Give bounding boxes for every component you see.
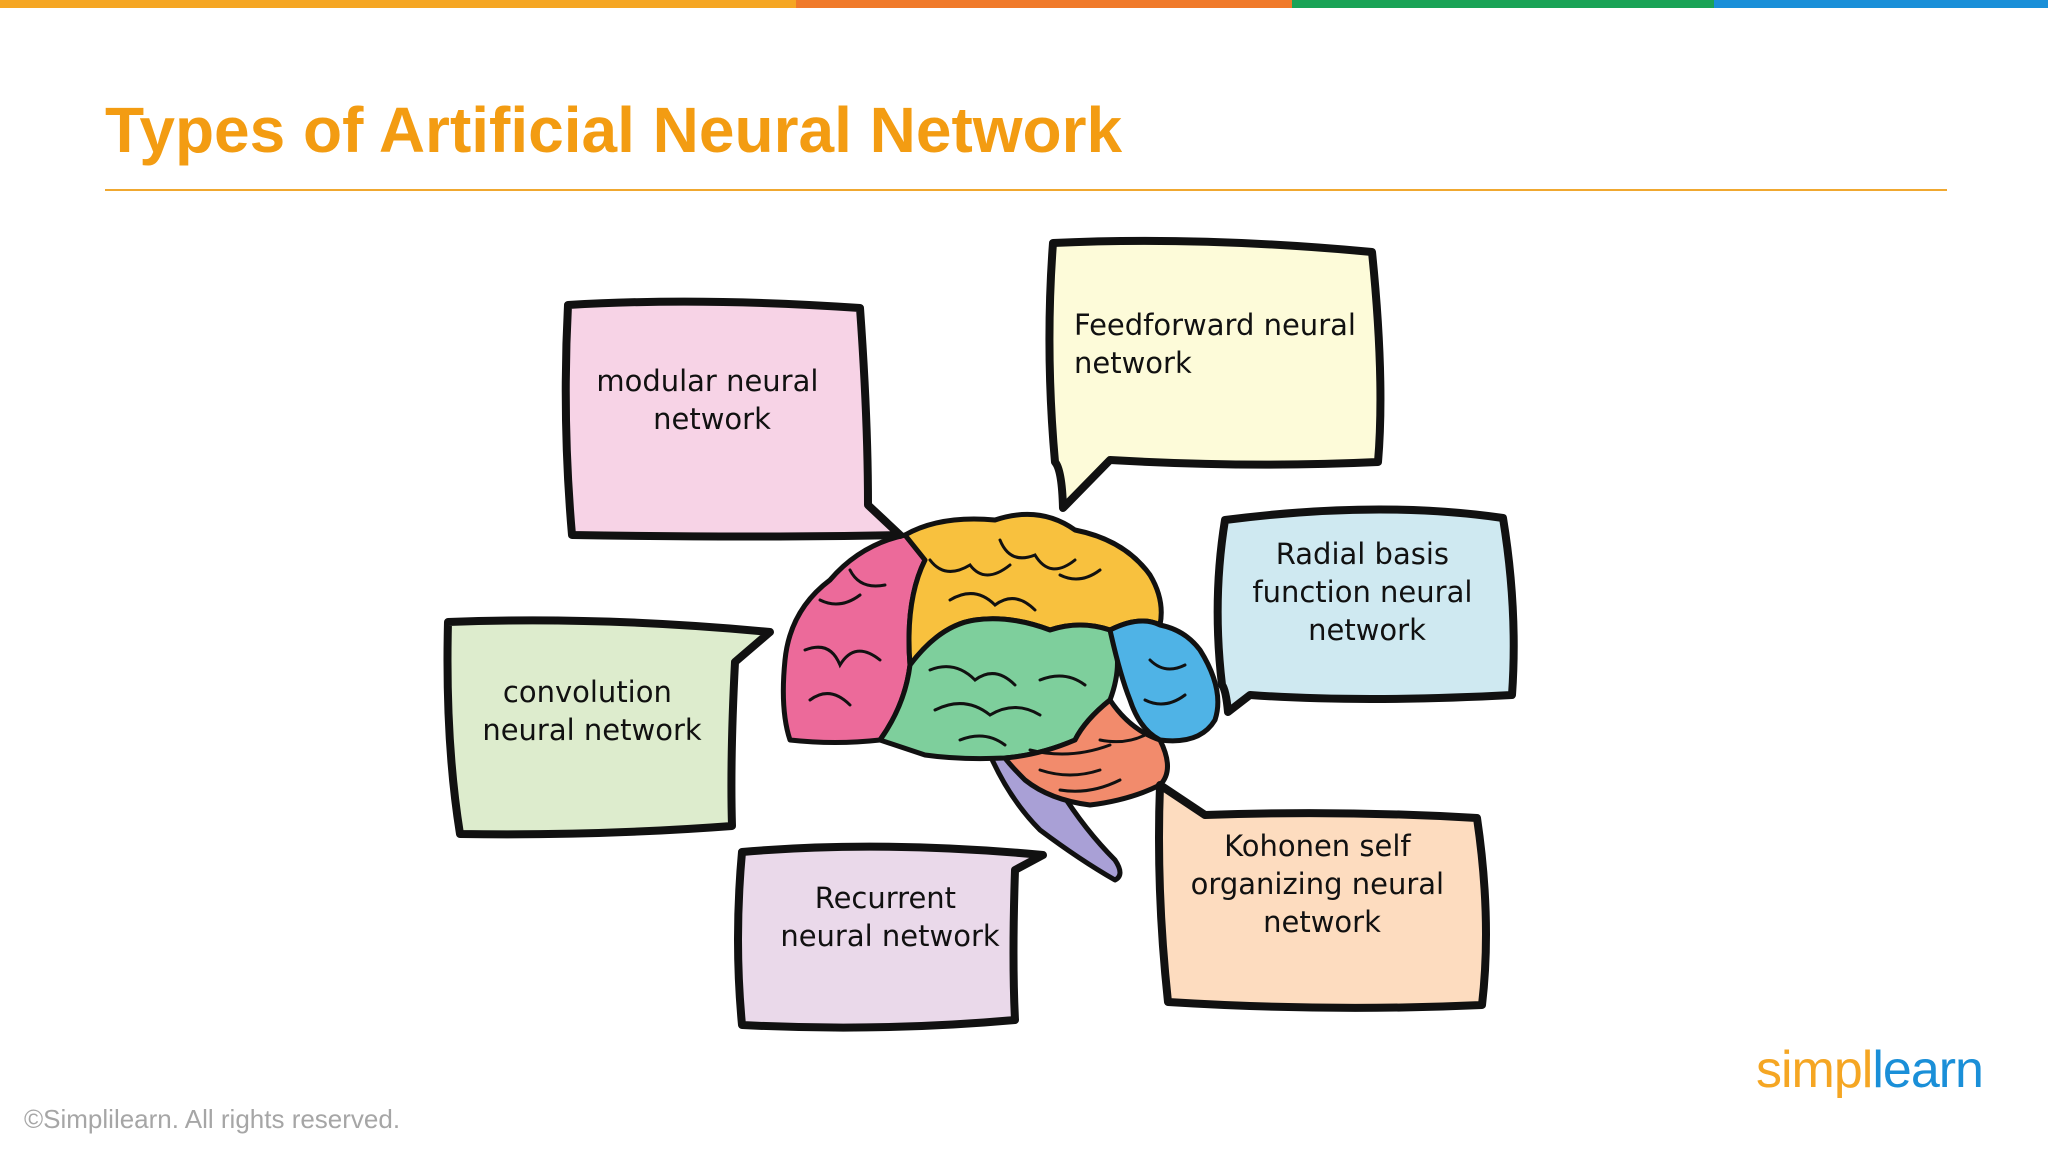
bubble-kohonen-line-1: Kohonen self (1224, 829, 1411, 863)
bubble-kohonen-shape (1155, 781, 1490, 1012)
top-bar-segment-green (1292, 0, 1714, 8)
bubble-modular-line-2: network (653, 402, 771, 436)
bubble-feedforward-line-1: Feedforward neural (1074, 308, 1356, 342)
bubble-modular-shape (561, 297, 904, 541)
bubble-recurrent-shape (734, 842, 1047, 1032)
bubble-convolution-line-2: neural network (482, 713, 702, 747)
svg-text:Radial basis function ne: Radial basis function neural network (1252, 537, 1481, 647)
brain-illustration (780, 511, 1221, 883)
bubble-kohonen-line-2: organizing neural (1191, 867, 1444, 901)
bubble-radial-basis-line-3: network (1308, 613, 1426, 647)
logo-part-1: simpl (1756, 1041, 1873, 1099)
bubble-feedforward: Feedforward neural network (1045, 236, 1385, 512)
bubble-kohonen: Kohonen self organizing neural network (1155, 781, 1490, 1012)
bubble-kohonen-line-3: network (1263, 905, 1381, 939)
simplilearn-logo: simpllearn (1756, 1040, 1984, 1100)
svg-text:modular neural network: modular neural network (596, 364, 827, 436)
logo-part-2: learn (1872, 1041, 1984, 1099)
bubble-recurrent-line-1: Recurrent (815, 881, 956, 915)
svg-text:Kohonen self organizing: Kohonen self organizing neural network (1191, 829, 1454, 939)
bubble-radial-basis-line-1: Radial basis (1276, 537, 1449, 571)
bubble-feedforward-shape (1045, 236, 1385, 512)
brain-folds (803, 538, 1187, 793)
bubble-modular: modular neural network (561, 297, 904, 541)
top-bar-segment-blue (1714, 0, 2048, 8)
bubble-radial-basis-line-2: function neural (1252, 575, 1472, 609)
title-underline (105, 189, 1947, 191)
bubble-convolution-line-1: convolution (503, 675, 672, 709)
bubble-recurrent-line-2: neural network (780, 919, 1000, 953)
bubble-convolution: convolution neural network (443, 616, 774, 839)
bubble-recurrent: Recurrent neural network (734, 842, 1047, 1032)
svg-text:convolution neural netwo: convolution neural network (482, 675, 702, 747)
bubble-convolution-shape (443, 616, 774, 839)
svg-text:Recurrent neural network: Recurrent neural network (780, 881, 1000, 953)
copyright-footer: ©Simplilearn. All rights reserved. (24, 1104, 401, 1134)
svg-text:Feedforward neural netwo: Feedforward neural network (1074, 308, 1365, 380)
bubble-radial-basis-shape (1213, 505, 1518, 716)
top-color-bar (0, 0, 2048, 8)
bubble-modular-line-1: modular neural (596, 364, 818, 398)
slide-title: Types of Artificial Neural Network (105, 94, 1123, 166)
bubble-feedforward-line-2: network (1074, 346, 1192, 380)
bubble-radial-basis: Radial basis function neural network (1213, 505, 1518, 716)
top-bar-segment-red-orange (796, 0, 1292, 8)
top-bar-segment-orange (0, 0, 796, 8)
